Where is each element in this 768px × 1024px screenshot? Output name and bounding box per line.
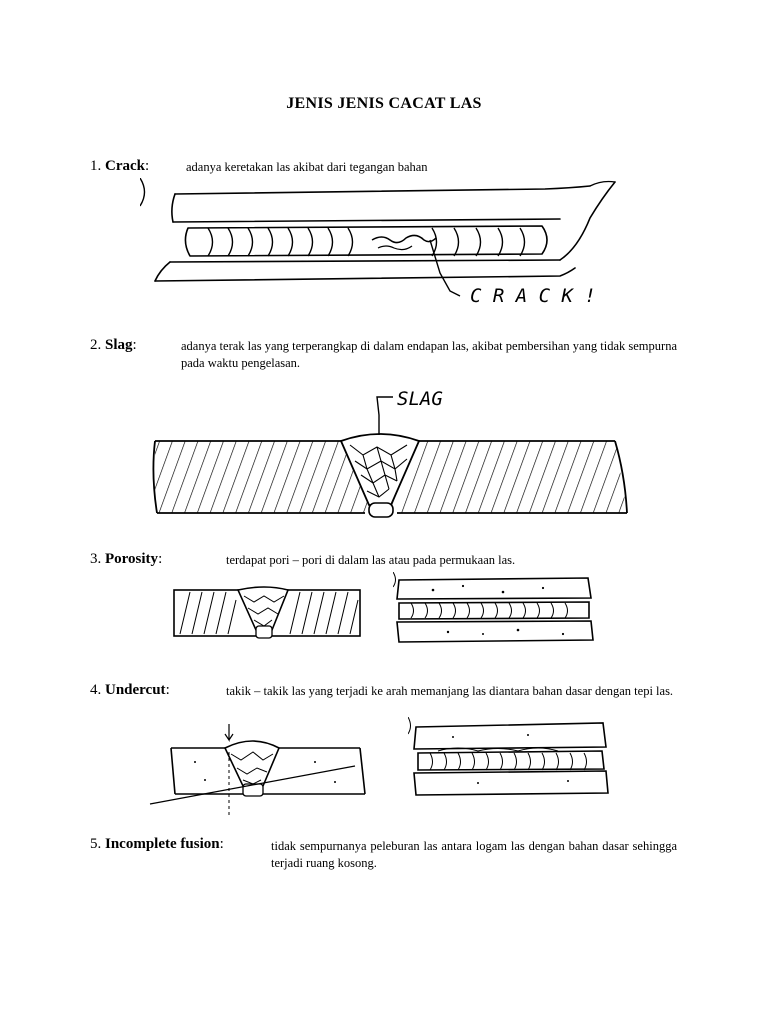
separator: :: [158, 551, 163, 567]
section-number: 4.: [90, 682, 102, 698]
slag-diagram: SLAG: [152, 388, 628, 518]
desc-porosity: terdapat pori – pori di dalam las atau p…: [226, 553, 516, 567]
separator: :: [165, 682, 170, 698]
porosity-top-view: [393, 572, 594, 643]
term-slag: Slag: [105, 337, 133, 353]
section-number: 2.: [90, 337, 102, 353]
crack-label: C R A C K !: [470, 285, 596, 307]
desc-crack: adanya keretakan las akibat dari teganga…: [186, 160, 428, 174]
desc-incomplete-fusion: tidak sempurnanya peleburan las antara l…: [271, 839, 677, 870]
term-incomplete-fusion: Incomplete fusion: [105, 836, 220, 852]
crack-diagram: C R A C K !: [140, 178, 616, 307]
separator: :: [145, 158, 150, 174]
heading-slag: 2. Slag:: [90, 337, 137, 354]
term-crack: Crack: [105, 158, 145, 174]
section-number: 1.: [90, 158, 102, 174]
desc-slag: adanya terak las yang terperangkap di da…: [181, 339, 677, 370]
desc-undercut: takik – takik las yang terjadi ke arah m…: [226, 684, 674, 698]
term-undercut: Undercut: [105, 682, 166, 698]
term-porosity: Porosity: [105, 551, 159, 567]
porosity-cross-section: [173, 586, 361, 639]
heading-porosity: 3. Porosity:: [90, 551, 162, 568]
slag-label: SLAG: [397, 388, 443, 410]
heading-undercut: 4. Undercut:: [90, 682, 170, 699]
undercut-cross-section: [149, 724, 366, 816]
undercut-top-view: [408, 717, 609, 796]
section-number: 3.: [90, 551, 102, 567]
separator: :: [132, 337, 137, 353]
heading-incomplete-fusion: 5. Incomplete fusion:: [90, 836, 224, 853]
page-title: JENIS JENIS CACAT LAS: [286, 95, 482, 112]
section-number: 5.: [90, 836, 102, 852]
separator: :: [219, 836, 224, 852]
heading-crack: 1. Crack:: [90, 158, 149, 175]
